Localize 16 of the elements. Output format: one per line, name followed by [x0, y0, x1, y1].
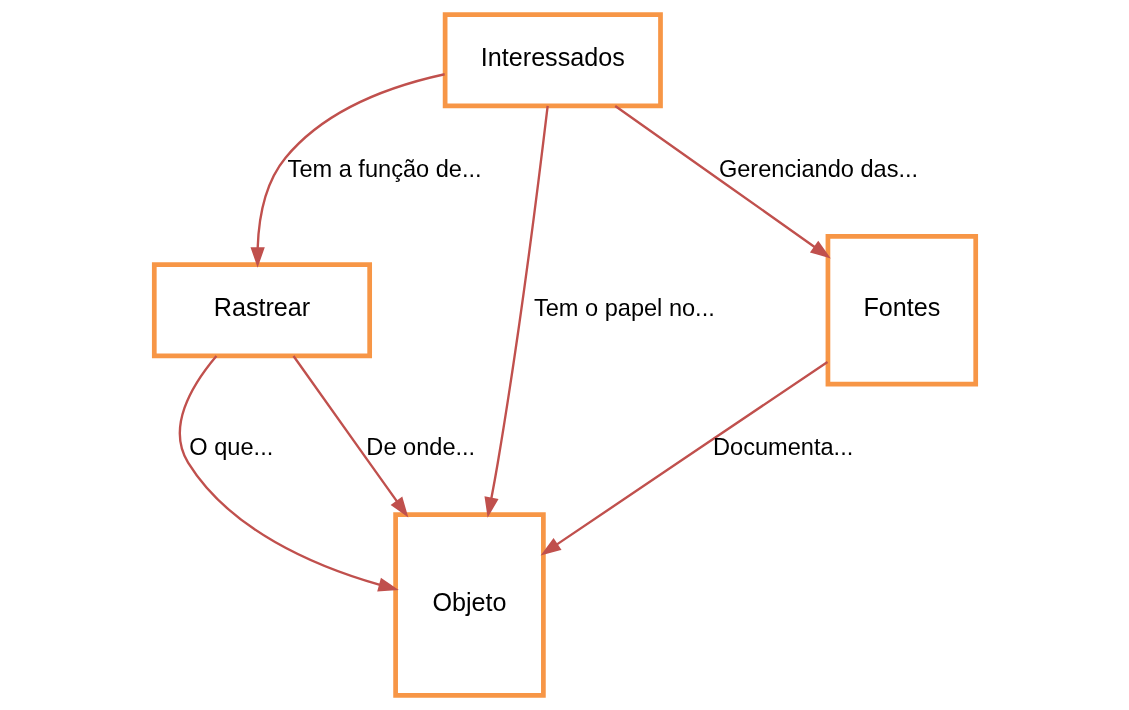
arrow	[250, 73, 445, 268]
edge-label: Tem a função de...	[287, 155, 482, 182]
arrow	[178, 355, 399, 592]
edge-label: De onde...	[365, 433, 475, 460]
edge-label: Tem o papel no...	[533, 294, 715, 321]
node-box: Interessados	[442, 12, 663, 109]
edge-label: O que...	[188, 433, 273, 460]
arrow	[292, 355, 408, 518]
arrow	[483, 105, 549, 518]
arrow	[614, 104, 831, 259]
node-box: Fontes	[825, 233, 978, 387]
arrow	[540, 360, 828, 556]
node-box: Rastrear	[151, 262, 372, 359]
edge-label: Documenta...	[712, 433, 853, 460]
edge-label: Gerenciando das...	[718, 155, 918, 182]
node-box: Objeto	[392, 512, 546, 698]
